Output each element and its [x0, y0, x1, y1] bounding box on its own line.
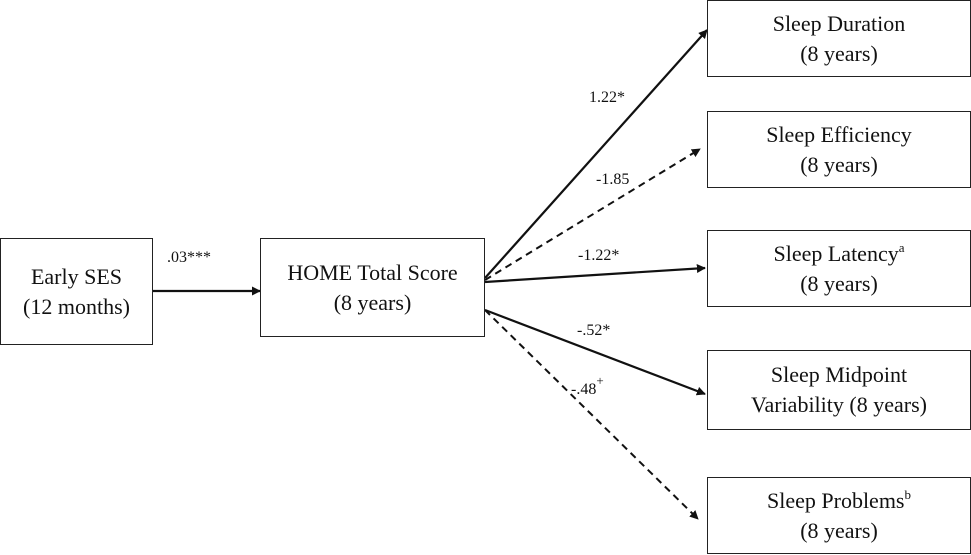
- early-ses-title: Early SES: [30, 263, 123, 289]
- sleep-latency-footnote: a: [898, 239, 905, 255]
- sleep-midpoint-box: Sleep Midpoint Variability (8 years): [707, 350, 971, 430]
- sleep-efficiency-box: Sleep Efficiency (8 years): [707, 111, 971, 188]
- sleep-midpoint-subtitle: Variability (8 years): [751, 392, 927, 417]
- arrow-home-to-latency: [484, 264, 706, 284]
- home-age: (8 years): [333, 289, 412, 315]
- arrow-home-to-midpoint: [484, 308, 706, 396]
- arrow-home-to-problems: [484, 309, 699, 520]
- sleep-duration-box: Sleep Duration (8 years): [707, 0, 971, 77]
- sleep-problems-box: Sleep Problemsb (8 years): [707, 477, 971, 554]
- sleep-duration-title: Sleep Duration: [772, 10, 906, 36]
- coef-home-to-problems: -.48+: [571, 374, 604, 399]
- coef-home-to-duration: 1.22*: [589, 89, 625, 106]
- sleep-problems-title: Sleep Problemsb: [767, 486, 911, 516]
- coef-ses-to-home: .03***: [167, 249, 211, 266]
- arrow-home-to-duration: [484, 29, 708, 279]
- early-ses-age: (12 months): [23, 293, 130, 319]
- sleep-latency-age: (8 years): [800, 270, 878, 296]
- sleep-latency-label: Sleep Latency: [773, 240, 899, 266]
- sleep-problems-age: (8 years): [800, 517, 878, 543]
- sleep-latency-title: Sleep Latencya: [773, 239, 904, 269]
- sleep-duration-age: (8 years): [800, 40, 878, 66]
- sleep-problems-footnote: b: [904, 486, 912, 502]
- sleep-midpoint-title: Sleep Midpoint: [770, 362, 908, 387]
- coef-home-to-problems-value: -.48: [571, 381, 597, 398]
- home-title: HOME Total Score: [287, 259, 458, 285]
- coef-home-to-latency: -1.22*: [578, 247, 620, 264]
- sleep-efficiency-title: Sleep Efficiency: [766, 121, 912, 147]
- home-box: HOME Total Score (8 years): [260, 238, 485, 337]
- sleep-efficiency-age: (8 years): [800, 151, 878, 177]
- coef-home-to-problems-marker: +: [596, 373, 604, 388]
- coef-home-to-midpoint: -.52*: [577, 322, 611, 339]
- early-ses-box: Early SES (12 months): [0, 238, 153, 345]
- coef-home-to-efficiency: -1.85: [596, 171, 630, 188]
- sleep-problems-label: Sleep Problems: [767, 487, 905, 513]
- arrow-home-to-efficiency: [484, 148, 701, 281]
- sleep-latency-box: Sleep Latencya (8 years): [707, 230, 971, 307]
